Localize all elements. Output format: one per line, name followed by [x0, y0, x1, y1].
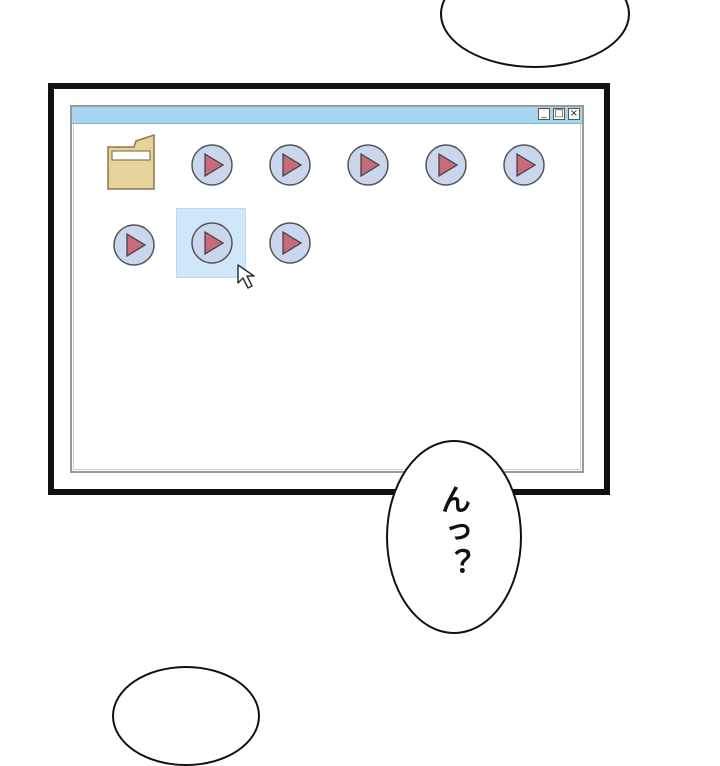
speech-bubble-bottom	[112, 666, 260, 766]
minimize-button[interactable]: _	[538, 108, 550, 120]
video-file-icon[interactable]	[268, 221, 312, 265]
video-file-icon[interactable]	[502, 143, 546, 187]
video-file-icon[interactable]	[190, 143, 234, 187]
mouse-pointer-icon	[236, 263, 264, 297]
close-button[interactable]: ×	[568, 108, 580, 120]
video-file-icon[interactable]	[424, 143, 468, 187]
monitor-frame: _ □ ×	[48, 83, 610, 495]
speech-bubble-top: …	[440, 0, 630, 68]
selected-video-file-icon[interactable]	[190, 221, 234, 265]
video-file-icon[interactable]	[346, 143, 390, 187]
maximize-button[interactable]: □	[553, 108, 565, 120]
video-file-icon[interactable]	[112, 223, 156, 267]
video-file-icon[interactable]	[268, 143, 312, 187]
window-titlebar[interactable]: _ □ ×	[72, 107, 582, 124]
file-explorer-window: _ □ ×	[70, 105, 584, 473]
speech-bubble-main: んっ？	[386, 440, 522, 634]
speech-text-main: んっ？	[435, 484, 470, 580]
folder-icon[interactable]	[106, 133, 156, 193]
